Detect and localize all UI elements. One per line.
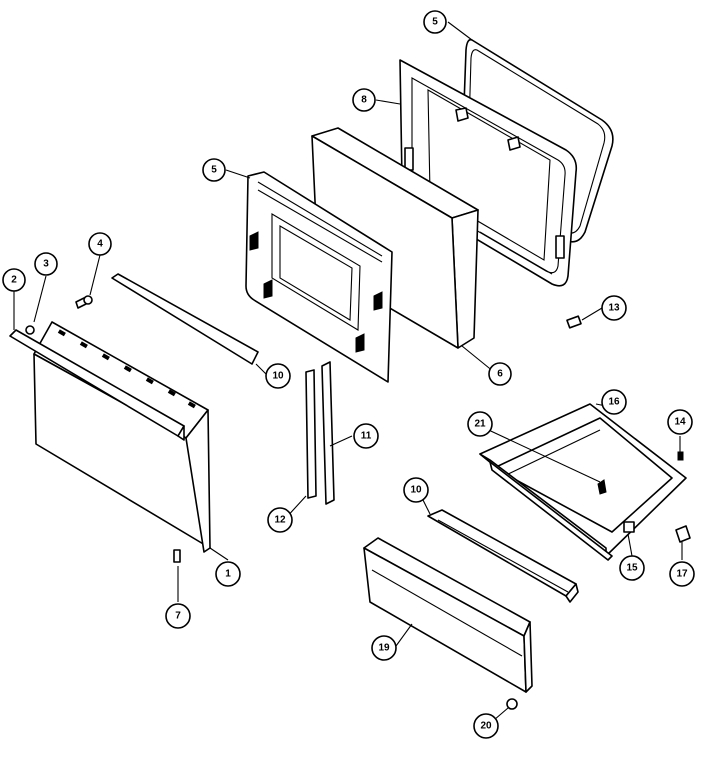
callout-13: 13 [601, 295, 627, 321]
callout-8: 8 [352, 88, 376, 112]
callout-label: 5 [432, 17, 438, 28]
door-seal-part [305, 361, 335, 505]
callout-label: 8 [361, 95, 367, 106]
callout-label: 16 [608, 397, 620, 408]
callout-19: 19 [371, 635, 397, 661]
callout-16: 16 [601, 389, 627, 415]
callout-10-upper: 10 [265, 363, 291, 389]
vent-strip-part [111, 273, 259, 365]
callout-10-lower: 10 [403, 477, 429, 503]
callout-20: 20 [473, 713, 499, 739]
door-liner-part [245, 171, 393, 383]
callout-3: 3 [34, 252, 58, 276]
drawer-knob-part [506, 698, 518, 710]
callout-17: 17 [669, 561, 695, 587]
bumper-part [25, 325, 35, 335]
drawer-bracket-part [427, 509, 579, 603]
drawer-screw-14-part [677, 451, 684, 461]
callout-label: 5 [211, 165, 217, 176]
hinge-screw-part [173, 549, 181, 563]
callout-9: 5 [423, 10, 447, 34]
callout-label: 10 [272, 371, 284, 382]
insulation-box-part [311, 127, 479, 349]
callout-label: 19 [378, 643, 390, 654]
drawer-glide-part [623, 521, 635, 533]
callout-label: 10 [410, 485, 422, 496]
callout-21: 21 [467, 411, 493, 437]
door-trim-part [9, 329, 185, 441]
roller-part [675, 525, 691, 543]
callout-label: 15 [626, 563, 638, 574]
outer-door-part [33, 321, 211, 553]
drawer-screw-part [597, 479, 607, 495]
callout-label: 14 [674, 417, 686, 428]
callout-15: 15 [619, 555, 645, 581]
callout-12: 12 [267, 507, 293, 533]
callout-label: 17 [676, 569, 688, 580]
callout-label: 20 [480, 721, 492, 732]
callout-label: 11 [361, 431, 372, 442]
clip-part [566, 315, 582, 329]
callout-label: 7 [175, 611, 181, 622]
drawer-front-part [363, 537, 533, 693]
callout-5: 5 [202, 158, 226, 182]
screw-part [75, 295, 93, 309]
callout-4: 4 [88, 232, 112, 256]
callout-2: 2 [2, 268, 26, 292]
callout-label: 12 [274, 515, 286, 526]
callout-6: 6 [488, 362, 512, 386]
callout-14: 14 [667, 409, 693, 435]
callout-label: 4 [97, 239, 103, 250]
callout-label: 13 [608, 303, 620, 314]
callout-label: 6 [497, 369, 503, 380]
callout-label: 1 [225, 569, 231, 580]
callout-1: 1 [215, 561, 241, 587]
callout-11: 11 [353, 423, 379, 449]
drawer-pan-part [479, 403, 687, 561]
callout-label: 3 [43, 259, 49, 270]
callout-label: 2 [11, 275, 17, 286]
callout-label: 21 [474, 419, 486, 430]
callout-7: 7 [165, 603, 191, 629]
